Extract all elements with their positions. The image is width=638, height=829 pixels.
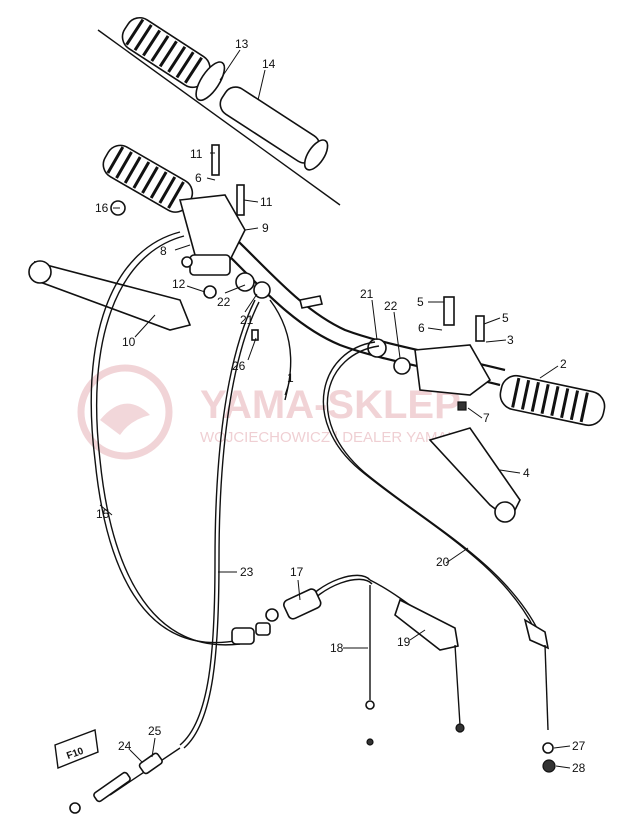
callout-25: 25 xyxy=(148,724,162,738)
callout-27: 27 xyxy=(572,739,586,753)
callout-24: 24 xyxy=(118,739,132,753)
exploded-grip-set xyxy=(97,16,341,206)
callout-16: 16 xyxy=(95,201,109,215)
watermark: YAMA-SKLEP WOJCIECHOWICZ | DEALER YAMAHA xyxy=(77,364,468,460)
callouts: 13 14 11 6 11 16 9 8 12 22 21 10 26 1 21… xyxy=(95,37,586,775)
callout-21a: 21 xyxy=(240,313,254,327)
callout-28: 28 xyxy=(572,761,586,775)
callout-10: 10 xyxy=(122,335,136,349)
callout-11a: 11 xyxy=(190,147,203,161)
callout-8: 8 xyxy=(160,244,167,258)
callout-22a: 22 xyxy=(217,295,231,309)
callout-22b: 22 xyxy=(384,299,398,313)
callout-leaders xyxy=(99,49,571,769)
callout-19: 19 xyxy=(397,635,411,649)
callout-5b: 5 xyxy=(502,311,509,325)
watermark-logo-icon xyxy=(77,364,173,460)
callout-2: 2 xyxy=(560,357,567,371)
callout-1: 1 xyxy=(287,371,294,385)
callout-21b: 21 xyxy=(360,287,374,301)
cables xyxy=(69,231,556,814)
frame-label: F10 xyxy=(54,729,99,769)
callout-26: 26 xyxy=(232,359,246,373)
callout-20: 20 xyxy=(436,555,450,569)
watermark-brand: YAMA-SKLEP xyxy=(200,383,461,427)
callout-23: 23 xyxy=(240,565,254,579)
callout-9: 9 xyxy=(262,221,269,235)
callout-11b: 11 xyxy=(260,195,273,209)
watermark-subtitle: WOJCIECHOWICZ | DEALER YAMAHA xyxy=(200,429,468,446)
callout-13: 13 xyxy=(235,37,249,51)
callout-6a: 6 xyxy=(195,171,202,185)
callout-18: 18 xyxy=(330,641,344,655)
handlebar-assembly xyxy=(28,144,606,523)
callout-12: 12 xyxy=(172,277,186,291)
callout-5a: 5 xyxy=(417,295,424,309)
callout-14: 14 xyxy=(262,57,276,71)
callout-15: 15 xyxy=(96,507,110,521)
callout-6b: 6 xyxy=(418,321,425,335)
callout-3: 3 xyxy=(507,333,514,347)
callout-4: 4 xyxy=(523,466,530,480)
callout-17: 17 xyxy=(290,565,304,579)
callout-7: 7 xyxy=(483,411,490,425)
